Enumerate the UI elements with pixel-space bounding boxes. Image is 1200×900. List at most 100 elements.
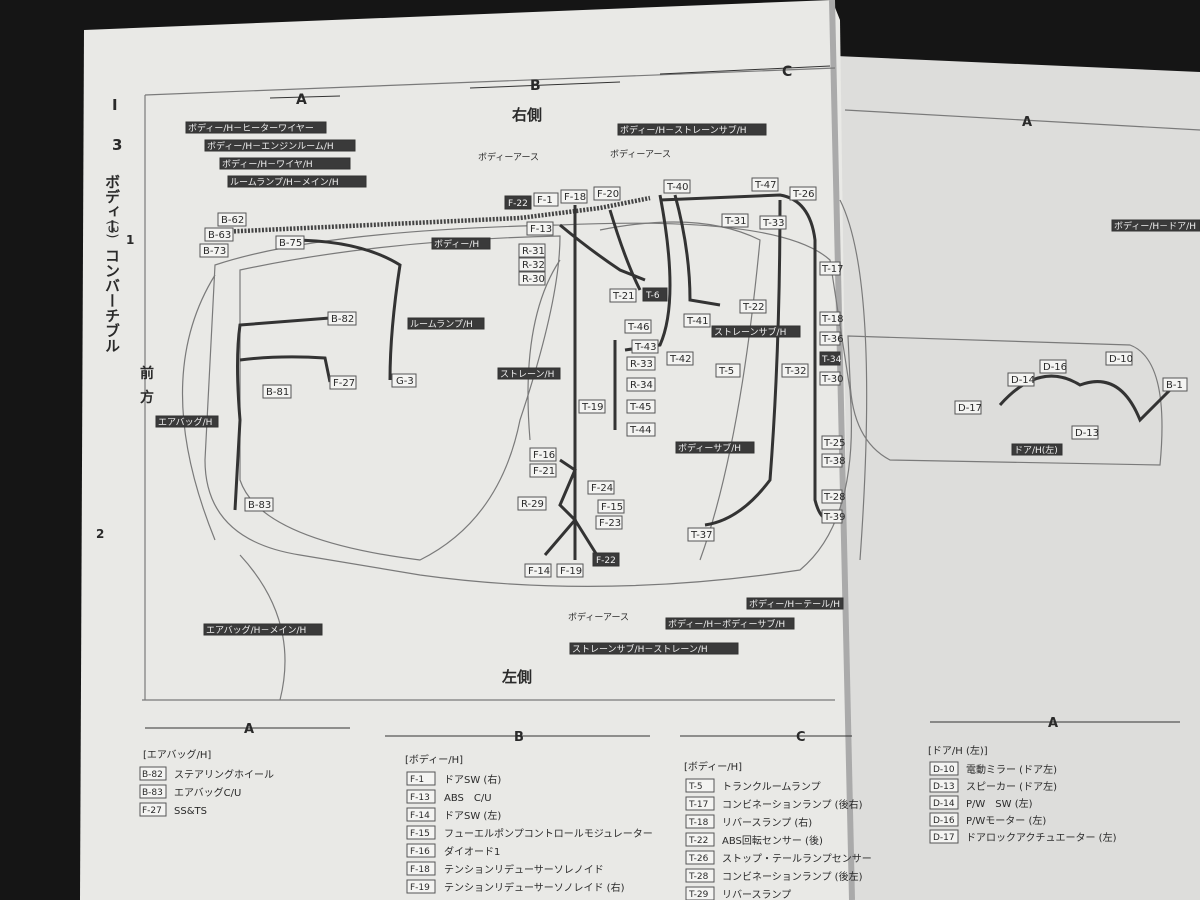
svg-text:T-21: T-21 <box>612 291 635 302</box>
connector-t37[interactable]: T-37 <box>687 527 715 542</box>
connector-t26[interactable]: T-26 <box>789 186 817 201</box>
svg-text:T-34: T-34 <box>821 355 842 365</box>
connector-f16[interactable]: F-16 <box>529 447 557 462</box>
connector-t39[interactable]: T-39 <box>821 509 846 524</box>
connector-d16[interactable]: D-16 <box>1039 359 1067 374</box>
connector-r31[interactable]: R-31 <box>518 243 546 258</box>
svg-text:D-16: D-16 <box>933 816 955 826</box>
connector-r34[interactable]: R-34 <box>626 377 656 392</box>
left-page <box>80 0 852 900</box>
connector-f22-top[interactable]: F-22 <box>504 195 532 210</box>
section-sub: (3) <box>105 220 120 238</box>
t21-wire <box>608 209 642 291</box>
svg-text:トランクルームランプ: トランクルームランプ <box>722 781 821 793</box>
connector-r33[interactable]: R-33 <box>626 356 656 371</box>
svg-text:T-29: T-29 <box>688 890 709 900</box>
connector-r32[interactable]: R-32 <box>518 257 546 272</box>
connector-g3[interactable]: G-3 <box>391 373 417 388</box>
svg-text:R-29: R-29 <box>521 499 544 510</box>
svg-text:R-32: R-32 <box>522 260 545 271</box>
connector-f20[interactable]: F-20 <box>593 186 621 201</box>
connector-t5[interactable]: T-5 <box>715 363 741 378</box>
svg-text:ストップ・テールランプセンサー: ストップ・テールランプセンサー <box>722 853 872 865</box>
svg-text:F-14: F-14 <box>528 566 550 577</box>
connector-t45[interactable]: T-45 <box>626 399 656 414</box>
svg-text:R-31: R-31 <box>522 246 545 257</box>
svg-text:リバースランプ: リバースランプ <box>722 889 791 900</box>
connector-t46[interactable]: T-46 <box>624 319 652 334</box>
connector-f19[interactable]: F-19 <box>556 563 584 578</box>
ground-label-2: ボディーアース <box>610 148 671 160</box>
connector-t38[interactable]: T-38 <box>821 453 846 468</box>
svg-text:ドアSW (左): ドアSW (左) <box>444 809 501 822</box>
connector-f15[interactable]: F-15 <box>597 499 625 514</box>
connector-t25[interactable]: T-25 <box>821 435 846 450</box>
svg-text:F-21: F-21 <box>533 466 555 477</box>
svg-text:T-37: T-37 <box>690 530 713 541</box>
svg-text:テンションリデューサーソレノイド: テンションリデューサーソレノイド <box>444 863 604 876</box>
connector-r30[interactable]: R-30 <box>518 271 546 286</box>
connector-t22[interactable]: T-22 <box>739 299 767 314</box>
connector-t28[interactable]: T-28 <box>821 489 846 504</box>
connector-t30[interactable]: T-30 <box>819 371 844 386</box>
connector-t44[interactable]: T-44 <box>626 422 656 437</box>
connector-b81[interactable]: B-81 <box>262 384 292 399</box>
svg-text:T-47: T-47 <box>754 180 777 191</box>
connector-b83[interactable]: B-83 <box>244 497 274 512</box>
connector-t36[interactable]: T-36 <box>819 331 844 346</box>
svg-text:B-63: B-63 <box>208 230 231 241</box>
connector-d10[interactable]: D-10 <box>1105 351 1133 366</box>
connector-t17[interactable]: T-17 <box>819 261 844 276</box>
connector-t21[interactable]: T-21 <box>609 288 637 303</box>
connector-b63[interactable]: B-63 <box>204 227 234 242</box>
connector-t42[interactable]: T-42 <box>666 351 694 366</box>
connector-f21[interactable]: F-21 <box>529 463 557 478</box>
connector-f27[interactable]: F-27 <box>329 375 357 390</box>
svg-text:コンビネーションランプ (後左): コンビネーションランプ (後左) <box>722 870 863 883</box>
connector-t47[interactable]: T-47 <box>751 177 779 192</box>
connector-t31[interactable]: T-31 <box>721 213 749 228</box>
legend-c-header: C <box>796 730 806 745</box>
connector-b75[interactable]: B-75 <box>275 235 305 250</box>
connector-f1[interactable]: F-1 <box>533 192 559 207</box>
connector-d17[interactable]: D-17 <box>954 400 982 415</box>
connector-r29[interactable]: R-29 <box>517 496 547 511</box>
connector-f22-bottom[interactable]: F-22 <box>592 552 620 567</box>
connector-t33[interactable]: T-33 <box>759 215 787 230</box>
connector-t32[interactable]: T-32 <box>781 363 809 378</box>
connector-f18[interactable]: F-18 <box>560 189 588 204</box>
connector-t40[interactable]: T-40 <box>663 179 691 194</box>
connector-f24[interactable]: F-24 <box>587 480 615 495</box>
svg-text:T-41: T-41 <box>686 316 709 327</box>
svg-text:T-22: T-22 <box>742 302 765 313</box>
connector-t41[interactable]: T-41 <box>683 313 711 328</box>
svg-text:ボディー/H－ドア/H: ボディー/H－ドア/H <box>1114 220 1196 232</box>
connector-b73[interactable]: B-73 <box>199 243 229 258</box>
harness-tag-2: ボディー/H－エンジンルーム/H <box>204 139 356 152</box>
connector-f14[interactable]: F-14 <box>524 563 552 578</box>
connector-t18[interactable]: T-18 <box>819 311 844 326</box>
connector-d13[interactable]: D-13 <box>1071 425 1099 440</box>
connector-f23[interactable]: F-23 <box>595 515 623 530</box>
connector-t34[interactable]: T-34 <box>819 351 842 366</box>
svg-text:ボディーサブ/H: ボディーサブ/H <box>678 442 741 454</box>
harness-tag-7: ルームランプ/H <box>407 317 485 330</box>
connector-b1[interactable]: B-1 <box>1162 377 1188 392</box>
connector-f13[interactable]: F-13 <box>526 221 554 236</box>
connector-d14[interactable]: D-14 <box>1007 372 1035 387</box>
svg-text:ドアSW (右): ドアSW (右) <box>444 773 501 786</box>
svg-text:F-22: F-22 <box>508 199 528 209</box>
connector-t6[interactable]: T-6 <box>642 287 668 302</box>
svg-text:F-13: F-13 <box>410 793 430 803</box>
connector-t43[interactable]: T-43 <box>631 339 659 354</box>
connector-b62[interactable]: B-62 <box>217 212 247 227</box>
connector-b82[interactable]: B-82 <box>327 311 357 326</box>
legend-d-group: [ドア/H (左)] <box>928 744 988 757</box>
connector-t19[interactable]: T-19 <box>578 399 606 414</box>
